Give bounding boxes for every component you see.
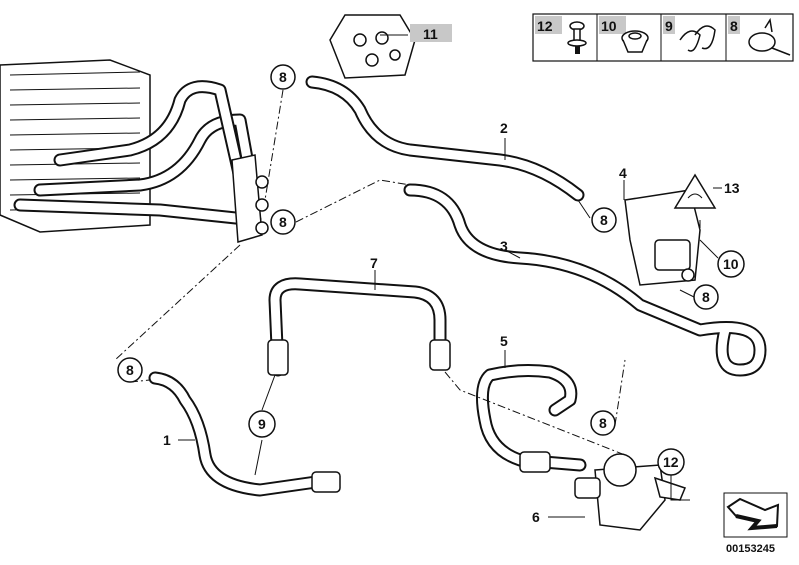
callout-9: 9 <box>248 410 276 438</box>
svg-text:9: 9 <box>258 416 266 432</box>
svg-text:8: 8 <box>599 415 607 431</box>
svg-text:8: 8 <box>702 289 710 305</box>
legend-item-8: 8 <box>728 16 791 56</box>
legend: 12 10 9 8 <box>532 13 794 62</box>
hose-3 <box>403 183 767 377</box>
callout-12: 12 <box>657 448 685 476</box>
svg-text:12: 12 <box>537 18 553 34</box>
callout-4: 4 <box>619 165 627 181</box>
callout-6: 6 <box>532 509 540 525</box>
svg-text:9: 9 <box>665 18 673 34</box>
callout-8-e: 8 <box>117 357 143 383</box>
heater-core <box>0 59 269 243</box>
svg-text:10: 10 <box>723 256 739 272</box>
callout-13: 13 <box>724 180 740 196</box>
hose-clip-icon <box>679 25 716 52</box>
hose-7 <box>267 277 451 377</box>
svg-text:10: 10 <box>601 18 617 34</box>
svg-text:8: 8 <box>126 362 134 378</box>
orientation-arrow-box <box>723 492 788 538</box>
bracket-part-11 <box>329 14 416 79</box>
svg-text:8: 8 <box>600 212 608 228</box>
warning-label-part-13 <box>673 173 717 209</box>
callout-8-a: 8 <box>270 64 296 90</box>
hose-clamp-icon <box>748 17 791 56</box>
callout-5: 5 <box>500 333 508 349</box>
expanding-rivet-icon <box>567 21 587 54</box>
callout-10: 10 <box>717 250 745 278</box>
callout-3: 3 <box>500 238 508 254</box>
svg-text:8: 8 <box>279 214 287 230</box>
diagram-code: 00153245 <box>726 543 775 555</box>
legend-item-12: 12 <box>535 16 587 54</box>
hose-2 <box>305 75 585 202</box>
svg-text:12: 12 <box>663 454 679 470</box>
water-pump-part-6 <box>574 453 687 531</box>
callout-8-d: 8 <box>693 284 719 310</box>
leader-lines <box>114 34 722 518</box>
callout-7: 7 <box>370 255 378 271</box>
hose-1 <box>148 371 341 497</box>
svg-text:8: 8 <box>730 18 738 34</box>
callout-8-f: 8 <box>590 410 616 436</box>
callout-11: 11 <box>410 24 452 42</box>
svg-text:8: 8 <box>279 69 287 85</box>
callout-2: 2 <box>500 120 508 136</box>
callout-8-b: 8 <box>270 209 296 235</box>
valve-part-4 <box>624 189 701 286</box>
callout-8-c: 8 <box>591 207 617 233</box>
hose-5 <box>475 364 587 473</box>
grommet-icon <box>621 30 649 53</box>
legend-item-9: 9 <box>663 16 716 52</box>
legend-item-10: 10 <box>599 16 649 53</box>
callout-1: 1 <box>163 432 171 448</box>
callout-text: 11 <box>423 26 438 42</box>
